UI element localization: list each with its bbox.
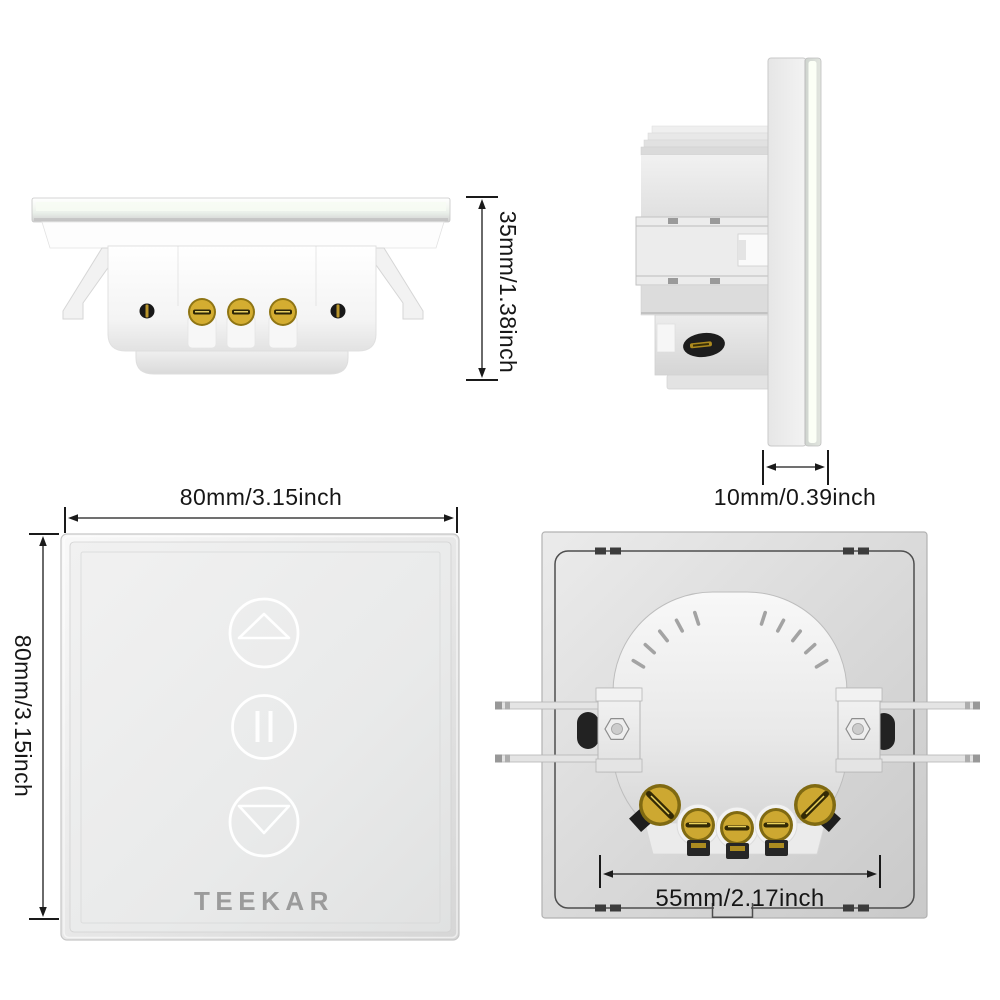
hex-screw-left xyxy=(604,718,630,740)
dimension-height-35mm xyxy=(466,196,498,381)
pause-bars-icon xyxy=(255,711,273,742)
arrowhead-right xyxy=(815,463,825,471)
view-back xyxy=(495,531,980,919)
arrowhead-down xyxy=(39,907,47,917)
terminal-block xyxy=(629,784,841,859)
view-side-profile xyxy=(635,57,822,447)
arrowhead-right xyxy=(867,870,877,878)
touch-button-pause xyxy=(231,694,297,760)
dimension-label-55mm: 55mm/2.17inch xyxy=(655,885,825,912)
glass-inner-line xyxy=(80,551,441,924)
dimension-label-35mm: 35mm/1.38inch xyxy=(495,210,521,374)
touch-button-open xyxy=(228,597,300,669)
arrowhead-up xyxy=(39,536,47,546)
wire-entry-slots xyxy=(687,840,788,859)
glass-panel-profile xyxy=(767,57,822,447)
dimension-label-10mm: 10mm/0.39inch xyxy=(713,484,877,510)
mounting-bracket-profile xyxy=(635,216,771,286)
module-upper-body xyxy=(641,155,770,217)
terminal-screw-outer-left xyxy=(639,784,681,826)
frame-notches xyxy=(595,547,869,912)
dimension-module-55mm xyxy=(599,855,881,888)
glass-highlight xyxy=(36,202,446,211)
view-side-bottom xyxy=(31,197,451,375)
brass-terminal-screws xyxy=(188,298,297,326)
glass-panel-face xyxy=(69,541,452,933)
dimension-label-80mm-width: 80mm/3.15inch xyxy=(179,484,343,510)
arrowhead-right xyxy=(444,514,454,522)
arrowhead-left xyxy=(603,870,613,878)
arrowhead-left xyxy=(766,463,776,471)
arrowhead-left xyxy=(68,514,78,522)
vent-slots xyxy=(631,610,829,669)
mounting-bracket-left xyxy=(595,687,643,773)
switch-frame-underside xyxy=(41,221,445,249)
arrowhead-down xyxy=(478,368,486,378)
arrowhead-up xyxy=(478,199,486,209)
plate-slot-left xyxy=(577,712,599,749)
switch-body-lip xyxy=(135,350,349,375)
terminal-screw-center-1 xyxy=(681,808,715,842)
mounting-bracket-right xyxy=(835,687,883,773)
dimension-thickness-10mm xyxy=(762,450,829,485)
hex-screw-right xyxy=(845,718,871,740)
terminal-screw-center-3 xyxy=(759,808,793,842)
triangle-down-icon xyxy=(237,804,291,835)
dimension-height-80mm xyxy=(29,533,59,920)
dimension-label-80mm-height: 80mm/3.15inch xyxy=(10,634,36,798)
touch-button-close xyxy=(228,786,300,858)
module-fins xyxy=(640,125,771,156)
glass-bottom-line xyxy=(34,218,448,221)
terminal-screw-center-2 xyxy=(720,811,754,845)
triangle-up-icon xyxy=(237,612,291,640)
module-mid-band xyxy=(640,284,771,316)
frame-bottom-gap xyxy=(711,902,754,918)
fixing-screw-left xyxy=(139,303,155,319)
terminal-screw-outer-right xyxy=(794,784,836,826)
module-lower-body xyxy=(654,314,771,390)
terminal-port xyxy=(683,332,725,358)
view-front: TEEKAR xyxy=(60,533,460,941)
fixing-screw-right xyxy=(330,303,346,319)
dimension-width-80mm xyxy=(64,507,458,533)
brand-logo: TEEKAR xyxy=(194,886,334,916)
glass-edge-highlight xyxy=(63,535,458,939)
